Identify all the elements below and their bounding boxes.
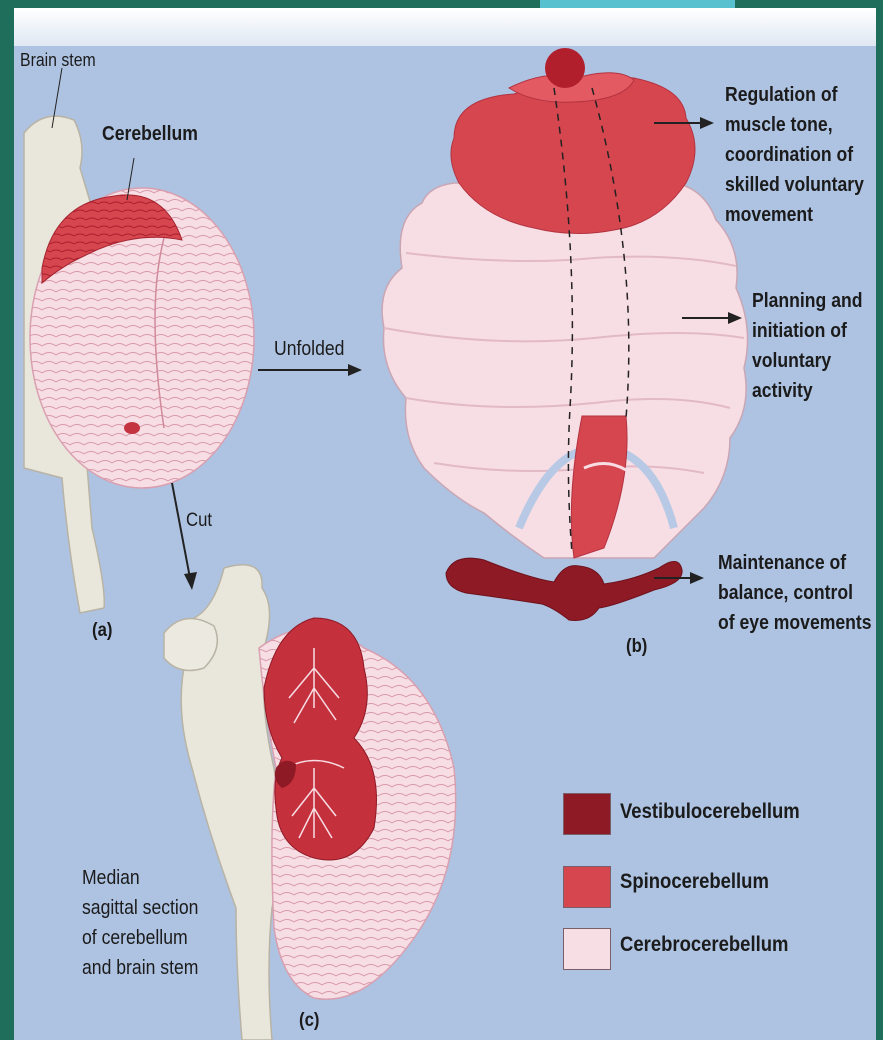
median-line: sagittal section [82, 893, 198, 923]
legend-label-cerebrocerebellum: Cerebrocerebellum [620, 933, 788, 957]
unfolded-arrow [258, 364, 362, 376]
figure-c [164, 565, 456, 1040]
midbrain-c [164, 618, 217, 670]
regulation-line: skilled voluntary [725, 170, 864, 200]
cut-label: Cut [186, 510, 212, 532]
legend-swatch-cerebrocerebellum [563, 928, 611, 970]
median-label: Median sagittal section of cerebellum an… [82, 863, 198, 983]
cerebellum-label: Cerebellum [102, 123, 198, 146]
regulation-label: Regulation of muscle tone, coordination … [725, 80, 864, 230]
cut-arrow [172, 483, 197, 590]
planning-line: Planning and [752, 286, 862, 316]
median-line: Median [82, 863, 198, 893]
brain-stem-label: Brain stem [20, 50, 96, 71]
regulation-line: coordination of [725, 140, 864, 170]
planning-line: initiation of [752, 316, 862, 346]
diagram-frame: Brain stem Cerebellum Unfolded Cut (a) (… [14, 8, 876, 1040]
cerebrocerebellum-b [382, 183, 747, 558]
legend-swatch-vestibulocerebellum [563, 793, 611, 835]
lingula [545, 48, 585, 88]
maintenance-line: of eye movements [718, 608, 872, 638]
figure-a [24, 68, 254, 613]
figure-b [382, 48, 747, 621]
regulation-line: muscle tone, [725, 110, 864, 140]
maintenance-line: Maintenance of [718, 548, 872, 578]
maintenance-label: Maintenance of balance, control of eye m… [718, 548, 872, 638]
planning-label: Planning and initiation of voluntary act… [752, 286, 862, 406]
median-line: of cerebellum [82, 923, 198, 953]
vestibulocerebellum-b [446, 558, 682, 620]
median-line: and brain stem [82, 953, 198, 983]
right-border [876, 0, 883, 1040]
regulation-line: movement [725, 200, 864, 230]
legend-label-spinocerebellum: Spinocerebellum [620, 870, 769, 894]
legend-swatch-spinocerebellum [563, 866, 611, 908]
nodulus-a [124, 422, 140, 434]
legend-label-vestibulocerebellum: Vestibulocerebellum [620, 800, 800, 824]
maintenance-line: balance, control [718, 578, 872, 608]
planning-line: activity [752, 376, 862, 406]
planning-line: voluntary [752, 346, 862, 376]
panel-a-label: (a) [92, 620, 112, 642]
panel-b-label: (b) [626, 636, 647, 658]
top-accent [540, 0, 735, 8]
panel-c-label: (c) [299, 1010, 319, 1032]
unfolded-label: Unfolded [274, 338, 344, 361]
regulation-line: Regulation of [725, 80, 864, 110]
